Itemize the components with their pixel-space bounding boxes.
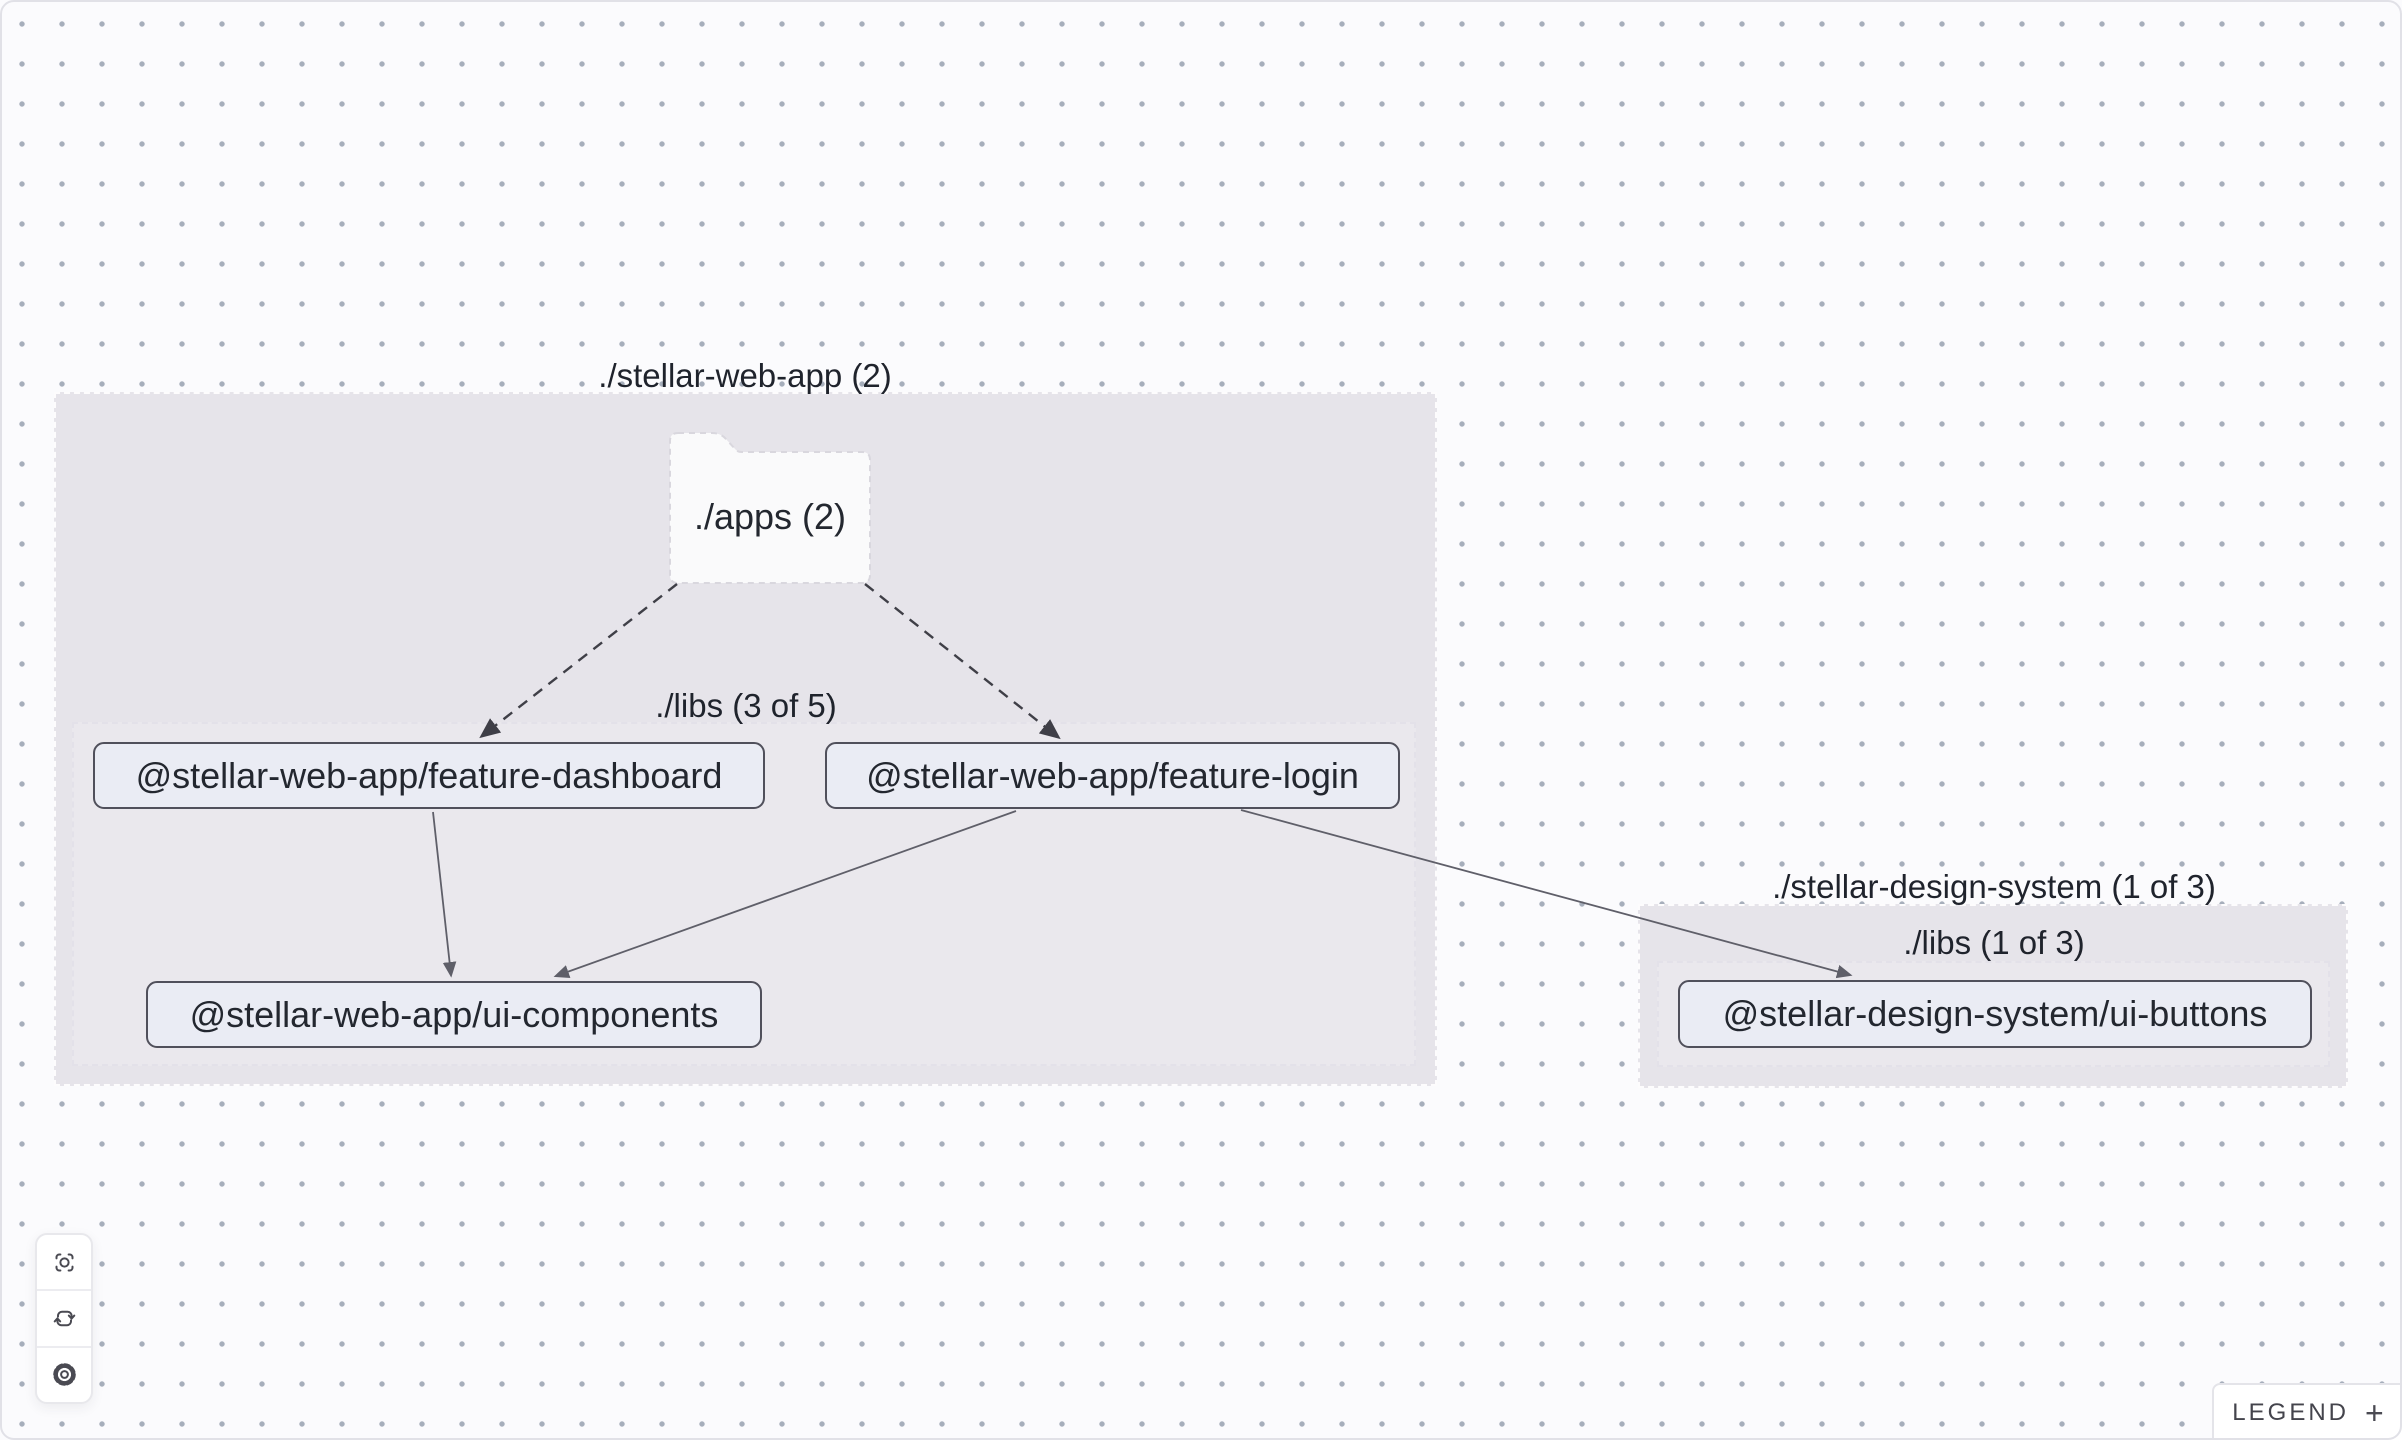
- apps-folder-node[interactable]: ./apps (2): [693, 496, 847, 537]
- subgroup-label-design-libs: ./libs (1 of 3): [1903, 924, 2085, 961]
- group-title-stellar-design-system: ./stellar-design-system (1 of 3): [1772, 868, 2216, 905]
- node-feature-login[interactable]: @stellar-web-app/feature-login: [825, 742, 1400, 809]
- legend-label: LEGEND: [2232, 1398, 2349, 1426]
- edge-login-to-buttons: [1240, 809, 1853, 979]
- legend-expand-icon[interactable]: +: [2365, 1394, 2384, 1431]
- edge-dashboard-to-components: [432, 811, 457, 978]
- node-ui-components[interactable]: @stellar-web-app/ui-components: [146, 981, 762, 1048]
- legend-toggle[interactable]: LEGEND +: [2212, 1383, 2402, 1440]
- apps-folder-shape: [669, 432, 871, 584]
- subgroup-label-webapp-libs: ./libs (3 of 5): [655, 687, 837, 724]
- focus-button[interactable]: [37, 1235, 91, 1289]
- graph-toolbar: [35, 1233, 93, 1404]
- settings-button[interactable]: [37, 1345, 91, 1402]
- focus-icon: [55, 1253, 73, 1272]
- edge-login-to-components: [553, 810, 1017, 979]
- group-title-stellar-web-app: ./stellar-web-app (2): [598, 357, 892, 394]
- refresh-icon: [53, 1310, 75, 1327]
- refresh-button[interactable]: [37, 1289, 91, 1345]
- edge-apps-to-login: [864, 583, 1061, 740]
- edge-apps-to-dashboard: [479, 583, 678, 739]
- gear-icon: [52, 1363, 76, 1387]
- node-feature-dashboard[interactable]: @stellar-web-app/feature-dashboard: [93, 742, 765, 809]
- node-ui-buttons[interactable]: @stellar-design-system/ui-buttons: [1678, 980, 2312, 1048]
